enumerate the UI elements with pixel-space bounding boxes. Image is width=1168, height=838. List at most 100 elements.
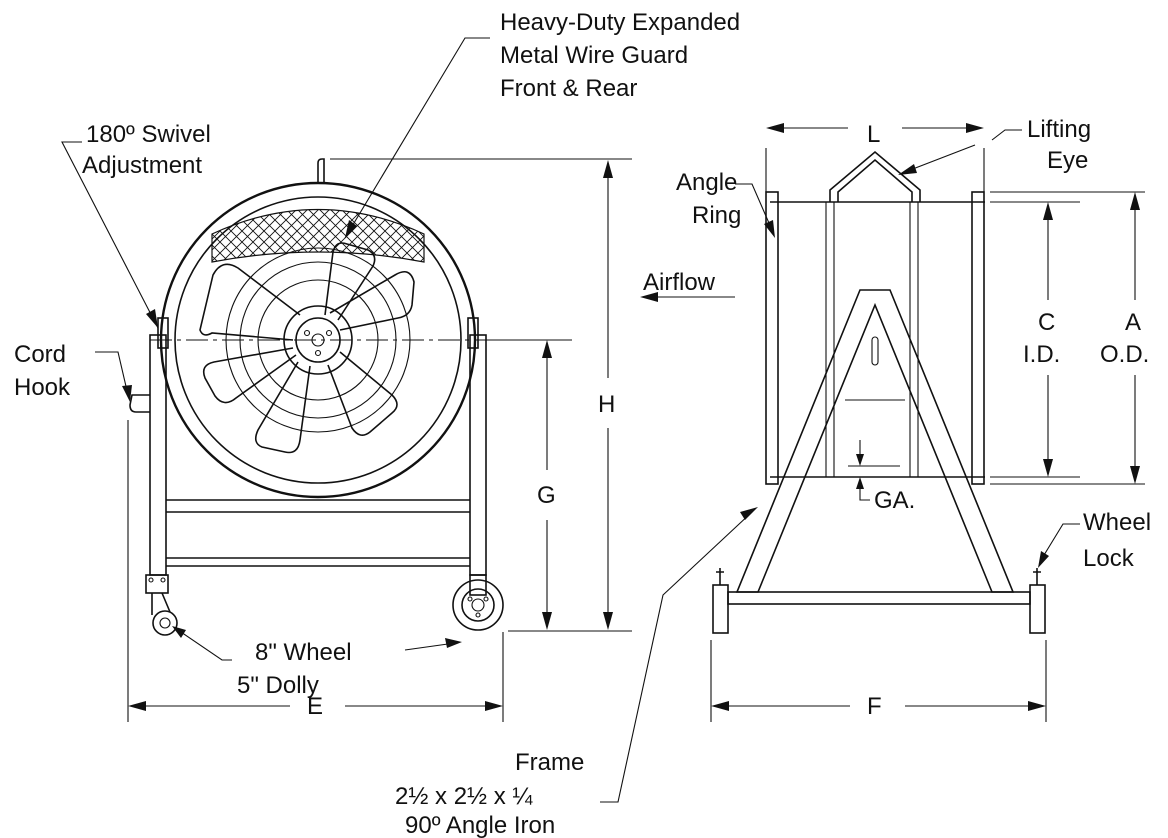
label-gauge: GA. bbox=[874, 487, 915, 514]
dim-A-label: A bbox=[1125, 309, 1141, 336]
dim-C-label: C bbox=[1038, 309, 1055, 336]
leader-guard bbox=[344, 37, 490, 239]
arrowhead bbox=[345, 220, 357, 238]
label-cord-2: Hook bbox=[14, 374, 71, 401]
arrowhead bbox=[485, 701, 503, 711]
arrowhead bbox=[856, 454, 864, 466]
arrowhead bbox=[603, 612, 613, 630]
dolly-caster bbox=[145, 574, 178, 636]
wheel-lock-left bbox=[716, 568, 724, 585]
wheel-bolt bbox=[483, 596, 489, 602]
label-wheel-lock-1: Wheel bbox=[1083, 509, 1151, 536]
leader-swivel bbox=[61, 141, 159, 329]
label-wheel: 8" Wheel bbox=[255, 639, 352, 666]
wheel-bolt bbox=[467, 596, 473, 602]
base-rail bbox=[727, 591, 1031, 605]
angle-ring-right bbox=[971, 191, 985, 485]
leader-lifting-eye-ext bbox=[991, 129, 1022, 141]
fan-blade bbox=[254, 361, 311, 454]
fan-blade bbox=[199, 263, 301, 341]
side-wheel-left bbox=[712, 584, 729, 634]
arrowhead bbox=[856, 477, 864, 489]
arrowhead bbox=[711, 701, 729, 711]
dim-C-sub-label: I.D. bbox=[1023, 341, 1060, 368]
arrowhead bbox=[766, 123, 784, 133]
caster-fork bbox=[151, 592, 171, 615]
wheel-bolt bbox=[475, 612, 481, 618]
fan-blade bbox=[324, 242, 376, 321]
dim-F-label: F bbox=[867, 693, 882, 720]
left-swivel-bracket bbox=[157, 317, 169, 349]
fan-blade bbox=[327, 351, 398, 436]
arrowhead bbox=[542, 340, 552, 358]
leader-dolly bbox=[177, 629, 232, 661]
fan-blades bbox=[199, 242, 415, 454]
label-frame-1: Frame bbox=[515, 749, 584, 776]
swivel-slot bbox=[871, 336, 879, 366]
dim-A-sub-label: O.D. bbox=[1100, 341, 1149, 368]
label-frame-3: 90º Angle Iron bbox=[405, 812, 555, 838]
side-wheel-right bbox=[1029, 584, 1046, 634]
right-swivel-bracket bbox=[467, 317, 479, 349]
text-labels: Heavy-Duty Expanded Metal Wire Guard Fro… bbox=[14, 9, 1151, 838]
label-swivel-1: 180º Swivel bbox=[86, 121, 211, 148]
eight-inch-wheel bbox=[452, 579, 504, 631]
arrowhead bbox=[128, 701, 146, 711]
arrowhead bbox=[898, 164, 917, 175]
hub-bolt bbox=[325, 329, 333, 337]
angle-ring-left bbox=[765, 191, 779, 485]
airflow-arrowhead bbox=[640, 292, 658, 302]
main-wheel bbox=[452, 574, 504, 631]
leader-gauge bbox=[859, 489, 870, 501]
side-view bbox=[600, 123, 1145, 803]
arrowhead bbox=[1038, 551, 1049, 568]
front-lifting-handle bbox=[317, 158, 325, 183]
wheel-bracket bbox=[469, 574, 487, 596]
arrowhead bbox=[122, 385, 132, 402]
arrowhead bbox=[764, 220, 775, 238]
dim-H-label: H bbox=[598, 391, 615, 418]
arrowhead bbox=[1028, 701, 1046, 711]
lifting-eye bbox=[829, 150, 921, 202]
caster-plate bbox=[145, 574, 169, 594]
caster-bolt bbox=[160, 577, 166, 583]
eight-inch-wheel-rim bbox=[461, 588, 495, 622]
arrowhead bbox=[172, 626, 186, 638]
dim-L-label: L bbox=[867, 121, 880, 148]
arrowhead bbox=[146, 309, 158, 328]
front-inner-ring bbox=[174, 196, 462, 484]
eight-inch-wheel-hub bbox=[471, 598, 485, 612]
arrowhead bbox=[1130, 192, 1140, 210]
label-guard-2: Metal Wire Guard bbox=[500, 42, 688, 69]
lifting-eye-inner bbox=[837, 158, 913, 202]
label-guard-3: Front & Rear bbox=[500, 75, 637, 102]
arrowhead bbox=[1130, 466, 1140, 484]
arrowhead bbox=[1043, 202, 1053, 220]
label-angle-ring-2: Ring bbox=[692, 202, 741, 229]
wire-guard-mesh bbox=[211, 208, 425, 263]
arrowhead bbox=[740, 507, 758, 520]
arrowhead bbox=[966, 123, 984, 133]
label-lifting-2: Eye bbox=[1047, 147, 1088, 174]
label-angle-ring-1: Angle bbox=[676, 169, 737, 196]
fan-blade bbox=[202, 347, 297, 404]
dolly-wheel bbox=[152, 610, 178, 636]
front-stand bbox=[149, 317, 487, 576]
arrowhead bbox=[603, 160, 613, 178]
front-view bbox=[61, 37, 632, 722]
fan-blade bbox=[329, 270, 415, 331]
hub-bolt bbox=[314, 349, 322, 357]
leader-frame bbox=[600, 511, 753, 803]
leader-wheel-lock bbox=[1040, 523, 1080, 561]
label-wheel-lock-2: Lock bbox=[1083, 545, 1135, 572]
leader-angle-ring bbox=[735, 183, 773, 231]
cord-hook bbox=[129, 394, 150, 413]
label-guard-1: Heavy-Duty Expanded bbox=[500, 9, 740, 36]
label-cord-1: Cord bbox=[14, 341, 66, 368]
arrowhead bbox=[445, 638, 462, 648]
caster-bolt bbox=[148, 577, 154, 583]
dim-G-label: G bbox=[537, 482, 556, 509]
dim-E-label: E bbox=[307, 693, 323, 720]
